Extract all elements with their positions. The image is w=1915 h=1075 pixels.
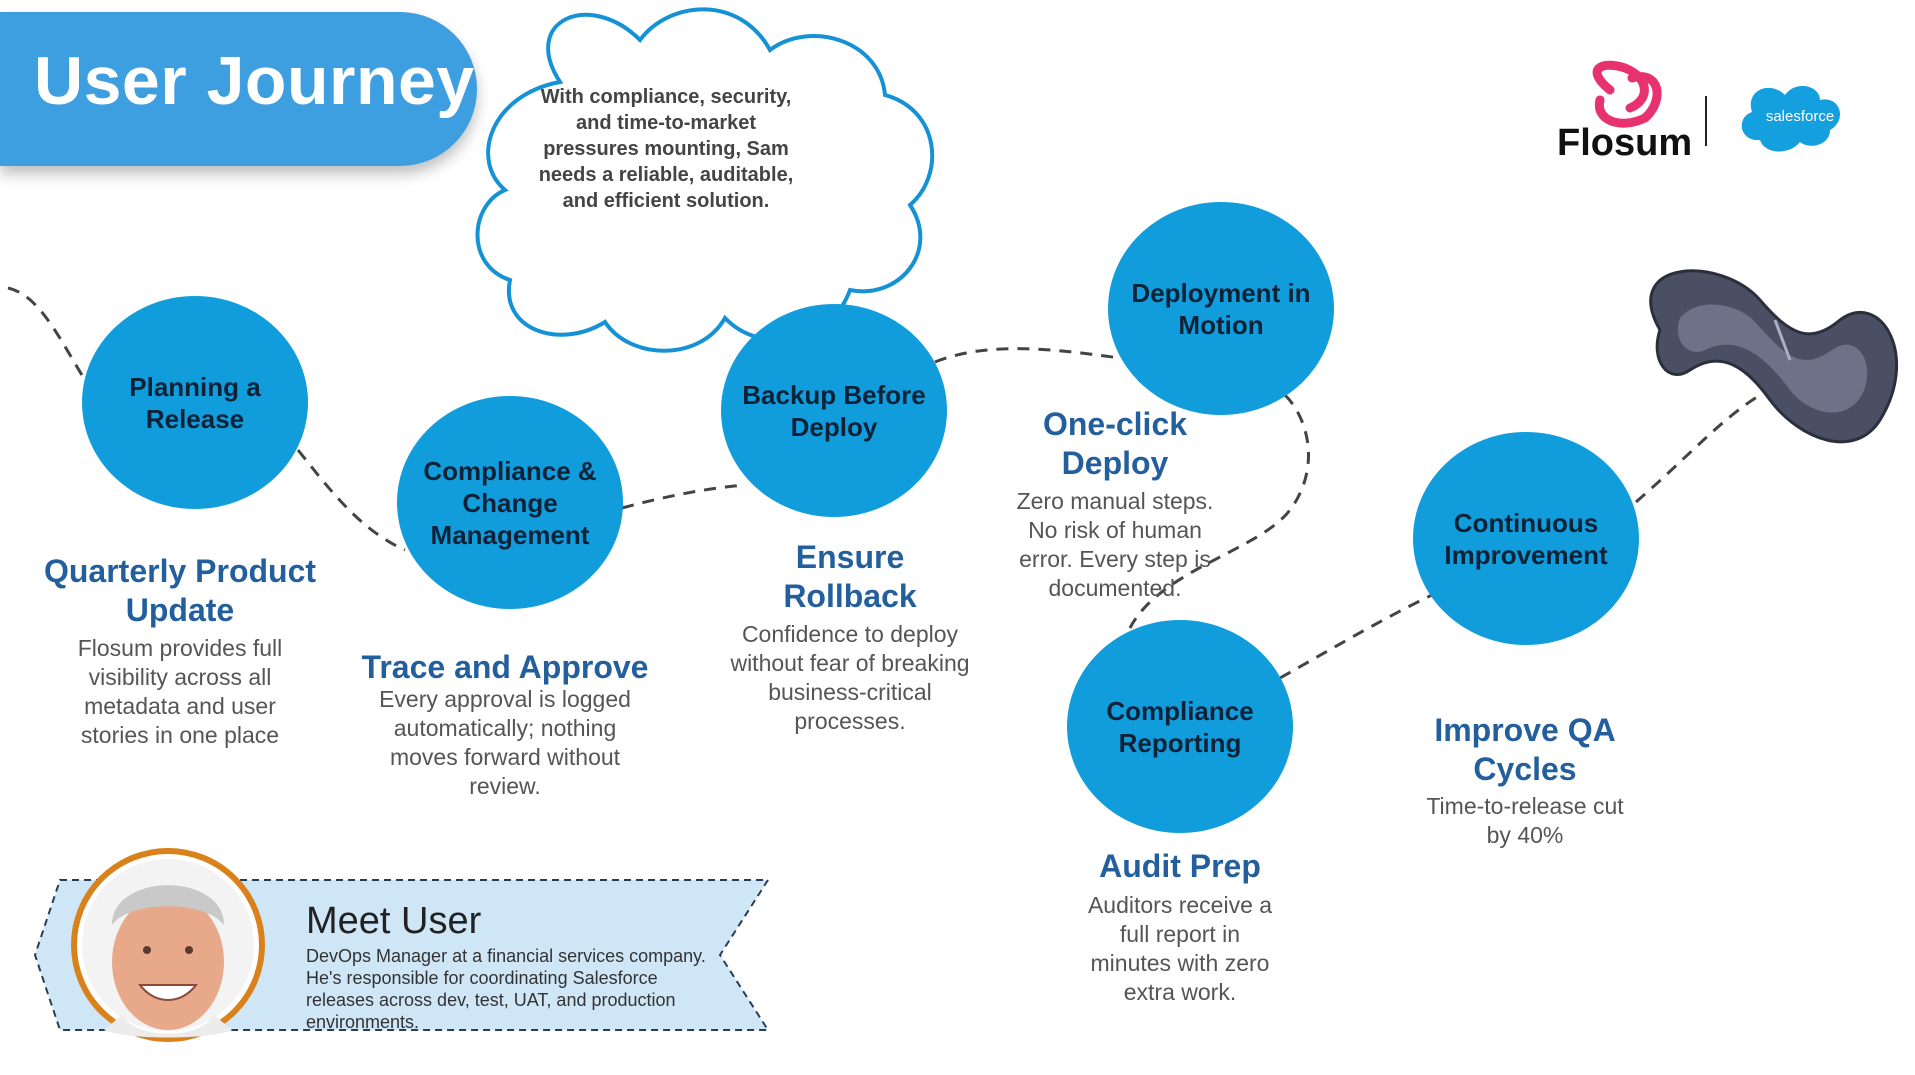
page-title: User Journey [34,43,475,119]
stage-title-one-click: One-click Deploy [1042,406,1188,481]
stage-desc-quarterly: Flosum provides full visibility across a… [77,635,283,748]
flosum-logo-text: Flosum [1557,122,1693,164]
stage-circle-compliance-change: Compliance & Change Management [397,396,623,609]
thought-cloud [475,7,935,353]
stage-desc-trace: Every approval is logged automatically; … [379,686,631,799]
stage-circle-deployment: Deployment in Motion [1108,202,1334,415]
stage-title-quarterly: Quarterly Product Update [43,553,317,628]
stage-circle-planning: Planning a Release [82,296,308,509]
logo-divider [1705,96,1707,146]
avatar [71,848,265,1042]
persona-desc: DevOps Manager at a financial services c… [306,946,706,1032]
stage-circle-compliance-reporting: Compliance Reporting [1067,620,1293,833]
stage-title-improve: Improve QA Cycles [1434,712,1616,787]
cloud-text: With compliance, security, and time-to-m… [538,86,794,212]
infinity-graphic [1649,269,1898,444]
stage-desc-rollback: Confidence to deploy without fear of bre… [730,621,970,734]
title-banner [0,12,477,166]
salesforce-logo-text: salesforce [1765,108,1835,125]
flosum-logo-mark [1592,60,1662,128]
salesforce-logo [1741,85,1841,152]
stage-desc-audit: Auditors receive a full report in minute… [1087,892,1273,1005]
stage-circle-backup: Backup Before Deploy [721,304,947,517]
stage-circle-continuous: Continuous Improvement [1413,432,1639,645]
stage-title-trace: Trace and Approve [361,649,649,685]
stage-title-audit: Audit Prep [1099,848,1261,884]
stage-title-rollback: Ensure Rollback [783,539,917,614]
stage-desc-one-click: Zero manual steps. No risk of human erro… [1016,488,1214,601]
stage-desc-improve: Time-to-release cut by 40% [1426,793,1624,848]
persona-title: Meet User [306,900,482,942]
